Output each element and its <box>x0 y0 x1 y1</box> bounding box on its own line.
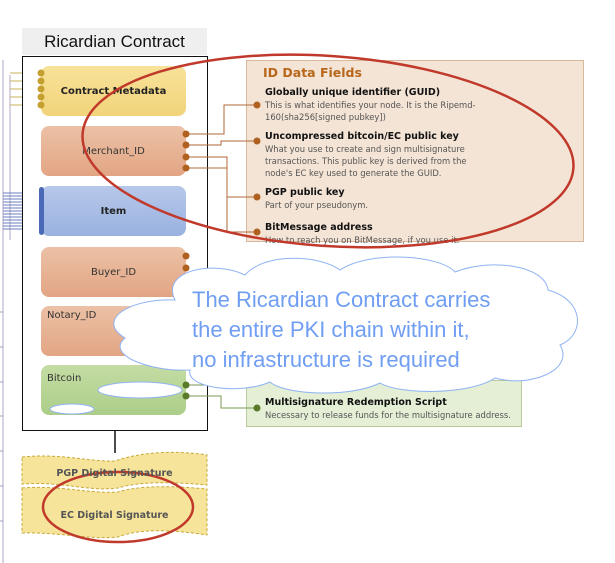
multisig-heading: Multisignature Redemption Script <box>265 397 447 408</box>
block-buyer-id[interactable]: Buyer_ID <box>41 247 186 297</box>
multisig-desc: Necessary to release funds for the multi… <box>265 410 511 420</box>
callout-line-2: the entire PKI chain within it, <box>192 317 470 342</box>
field-bitmessage-desc: How to reach you on BitMessage, if you u… <box>265 235 460 245</box>
field-ec-key-desc: What you use to create and sign multisig… <box>265 144 467 178</box>
field-ec-key-heading: Uncompressed bitcoin/EC public key <box>265 131 459 142</box>
signature-banners <box>21 451 208 539</box>
field-guid-heading: Globally unique identifier (GUID) <box>265 87 441 98</box>
field-guid-desc: This is what identifies your node. It is… <box>265 100 476 122</box>
id-connector-dots <box>182 101 261 283</box>
callout-cloud <box>49 256 578 415</box>
id-fields-title: ID Data Fields <box>263 65 362 80</box>
callout-line-1: The Ricardian Contract carries <box>192 287 491 312</box>
pgp-signature-label: PGP Digital Signature <box>56 468 173 479</box>
highlight-ellipse-signatures <box>41 470 195 544</box>
field-pgp-desc: Part of your pseudonym. <box>265 200 369 210</box>
item-connector-bar <box>39 187 44 235</box>
id-data-fields-box: ID Data Fields Globally unique identifie… <box>246 60 584 245</box>
ec-signature-label: EC Digital Signature <box>60 510 169 521</box>
merchant-connector-lines <box>186 104 254 233</box>
field-bitmessage-heading: BitMessage address <box>265 222 373 233</box>
callout-line-3: no infrastructure is required <box>192 347 460 372</box>
field-pgp-heading: PGP public key <box>265 187 345 198</box>
contract-title: Ricardian Contract <box>22 28 207 55</box>
block-merchant-id[interactable]: Merchant_ID <box>41 126 186 176</box>
multisig-connector-dots <box>182 381 261 412</box>
metadata-connector-dots <box>37 69 45 109</box>
highlight-ellipse-id-fields <box>81 53 575 249</box>
